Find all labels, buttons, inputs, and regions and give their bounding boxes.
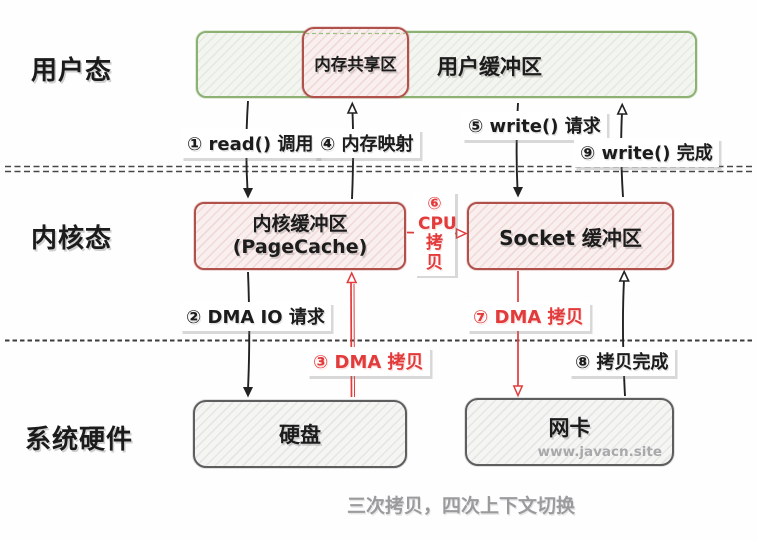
layer-label-kernel: 内核态 (31, 224, 113, 254)
arrow-dma-copy-disk (346, 271, 358, 398)
separator-user-kernel (5, 165, 754, 173)
kernel-buffer-sublabel: (PageCache) (232, 236, 368, 258)
socket-buffer-box: Socket 缓冲区 (467, 202, 674, 270)
nic-box: 网卡 www.javacn.site (465, 398, 674, 466)
arrow-dma-io-request (243, 271, 253, 398)
user-buffer-label: 用户缓冲区 (437, 55, 542, 79)
layer-label-user: 用户态 (31, 56, 113, 86)
kernel-buffer-label: 内核缓冲区 (252, 213, 348, 235)
socket-buffer-label: Socket 缓冲区 (499, 225, 642, 250)
step-8-copy-done: ⑧ 拷贝完成 (569, 347, 675, 376)
site-watermark: www.javacn.site (537, 444, 662, 460)
step-5-write-request: ⑤ write() 请求 (462, 111, 607, 140)
step-4-memory-map: ④ 内存映射 (314, 129, 420, 158)
user-buffer-box (196, 31, 697, 98)
step-2-dma-io-request: ② DMA IO 请求 (180, 302, 331, 331)
summary-caption: 三次拷贝，四次上下文切换 (347, 495, 576, 517)
arrow-copy-done (618, 269, 630, 397)
layer-label-hardware: 系统硬件 (25, 425, 134, 455)
arrow-dma-copy-nic (512, 271, 524, 398)
step-7-dma-copy: ⑦ DMA 拷贝 (467, 302, 590, 331)
step-9-write-done: ⑨ write() 完成 (574, 138, 719, 167)
disk-box: 硬盘 (193, 400, 407, 468)
shared-memory-box: 内存共享区 (302, 27, 409, 98)
step-3-dma-copy: ③ DMA 拷贝 (307, 347, 430, 376)
disk-label: 硬盘 (279, 423, 321, 447)
nic-label: 网卡 (548, 416, 591, 440)
kernel-buffer-box: 内核缓冲区 (PageCache) (194, 202, 406, 270)
shared-memory-label: 内存共享区 (314, 54, 397, 74)
step-1-read-call: ① read() 调用 (181, 129, 320, 158)
step-6-cpu-copy: ⑥ CPU 拷 贝 (414, 192, 457, 276)
